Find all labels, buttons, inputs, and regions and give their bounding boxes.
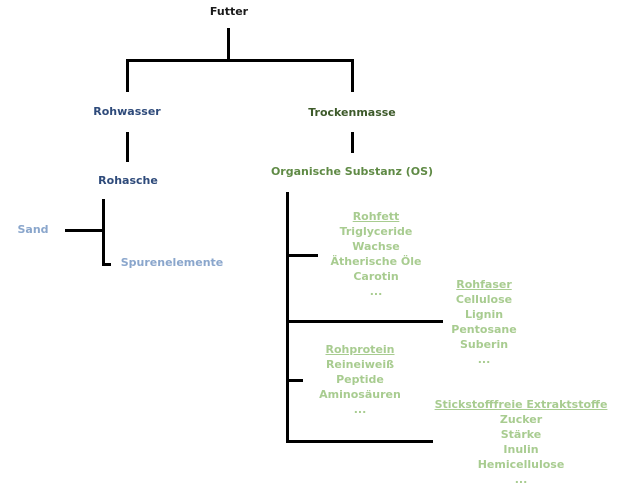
group-item: Suberin [459,338,509,351]
node-trockenmasse: Trockenmasse [308,106,396,119]
connector-ash-vertical [102,199,105,266]
group-item: Stärke [500,428,542,441]
group-item: Cellulose [455,293,513,306]
group-item: Wachse [352,240,400,253]
group-item: Peptide [336,373,384,386]
connector-root-down [227,28,230,61]
connector-trockenmasse-os [351,132,354,153]
group-rohfett: Rohfett Triglyceride Wachse Ätherische Ö… [330,209,421,299]
connector-ash-spuren [102,263,111,266]
node-rohwasser: Rohwasser [93,105,161,118]
connector-os-nfe [286,440,433,443]
node-organische-substanz: Organische Substanz (OS) [270,165,434,178]
group-title: Rohfett [352,210,400,223]
group-item: Ätherische Öle [330,255,422,268]
connector-os-rohprotein [286,379,303,382]
connector-os-vertical [286,192,289,443]
connector-rohwasser-rohasche [126,132,129,162]
connector-level1-horizontal [126,59,354,62]
node-futter: Futter [209,5,249,18]
connector-os-rohfett [286,254,318,257]
group-item: Lignin [464,308,504,321]
group-item: Pentosane [451,323,517,336]
group-item: ... [477,353,491,366]
group-item: ... [514,473,528,486]
connector-rohwasser [126,59,129,92]
group-item: Carotin [353,270,399,283]
node-spurenelemente: Spurenelemente [120,256,224,269]
group-rohprotein: Rohprotein Reineiweiß Peptide Aminosäure… [319,342,401,417]
connector-ash-sand [65,229,104,232]
group-title: Rohprotein [325,343,395,356]
group-item: Triglyceride [339,225,413,238]
group-item: ... [353,403,367,416]
connector-os-rohfaser [286,320,443,323]
group-item: Aminosäuren [319,388,401,401]
node-rohasche: Rohasche [98,174,158,187]
group-item: Hemicellulose [477,458,565,471]
connector-trockenmasse [351,59,354,92]
group-item: Inulin [503,443,539,456]
group-stickstofffreie-extraktstoffe: Stickstofffreie Extraktstoffe Zucker Stä… [435,397,608,487]
group-title: Rohfaser [456,278,512,291]
group-item: Zucker [499,413,543,426]
group-title: Stickstofffreie Extraktstoffe [434,398,608,411]
group-rohfaser: Rohfaser Cellulose Lignin Pentosane Sube… [451,277,516,367]
group-item: ... [369,285,383,298]
group-item: Reineiweiß [325,358,395,371]
node-sand: Sand [17,223,49,236]
